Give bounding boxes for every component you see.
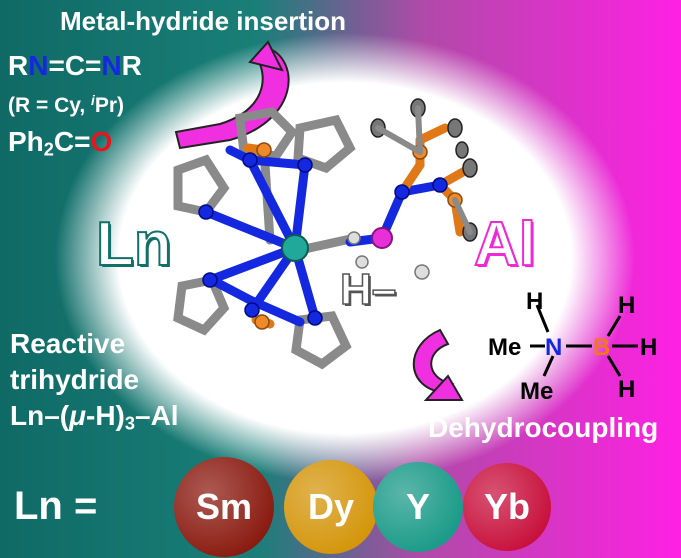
amine-borane-bonds — [530, 304, 638, 377]
amine-me2: Me — [520, 378, 554, 405]
ln-metal-label: Ln — [95, 210, 173, 279]
dy-sphere: Dy — [284, 460, 378, 554]
lanthanide-spheres — [174, 457, 551, 557]
sm-sphere: Sm — [174, 457, 274, 557]
carbodiimide-r1: R — [8, 50, 29, 81]
amine-h: H — [526, 288, 544, 315]
al-metal-label: Al — [473, 210, 537, 279]
reactive-line3: Ln–(μ-H)3–Al — [10, 402, 179, 433]
amine-n: N — [545, 334, 563, 361]
r-def-iso: i — [91, 93, 95, 108]
insertion-arrow-head — [248, 40, 284, 72]
carbodiimide-formula: RN=C=NR — [8, 52, 142, 80]
carbodiimide-r2: R — [121, 50, 142, 81]
ketone-sub: 2 — [43, 139, 54, 160]
yb-label: Yb — [483, 486, 530, 527]
carbodiimide-n2: N — [101, 50, 122, 81]
trihydride-h: -H) — [86, 400, 125, 431]
insertion-title: Metal-hydride insertion — [60, 6, 347, 36]
ketone-o: O — [90, 126, 113, 157]
hydride-label: H– — [339, 265, 397, 314]
ketone-ph: Ph — [8, 126, 44, 157]
yb-sphere: Yb — [463, 463, 551, 551]
insertion-arrow — [174, 46, 290, 150]
reactive-line2: trihydride — [10, 364, 140, 395]
trihydride-mu: μ — [69, 400, 86, 431]
carbodiimide-n1: N — [28, 50, 49, 81]
trihydride-sub: 3 — [124, 413, 135, 434]
r-definition: (R = Cy, iPr) — [8, 94, 124, 116]
amine-me1: Me — [488, 334, 522, 361]
borane-h-right: H — [640, 334, 658, 361]
borane-h-top: H — [618, 292, 636, 319]
borane-h-bottom: H — [618, 376, 636, 403]
y-sphere: Y — [373, 462, 463, 552]
dy-label: Dy — [307, 486, 355, 527]
carbodiimide-eq: =C= — [48, 50, 102, 81]
sm-label: Sm — [195, 486, 253, 527]
molecule-structure — [173, 98, 478, 370]
y-label: Y — [405, 486, 430, 527]
reactive-line1: Reactive — [10, 328, 126, 359]
ln-equals-label: Ln = — [14, 484, 98, 528]
trihydride-al: –Al — [135, 400, 179, 431]
dehydro-arrow-head — [423, 374, 464, 401]
r-def-prefix: (R = Cy, — [8, 93, 92, 117]
trihydride-ln: Ln–( — [10, 400, 70, 431]
r-def-suffix: Pr) — [94, 93, 125, 117]
borane-b: B — [593, 334, 611, 361]
dehydrocoupling-label: Dehydrocoupling — [428, 412, 659, 443]
ketone-c: C= — [53, 126, 91, 157]
ketone-formula: Ph2C=O — [8, 128, 112, 159]
